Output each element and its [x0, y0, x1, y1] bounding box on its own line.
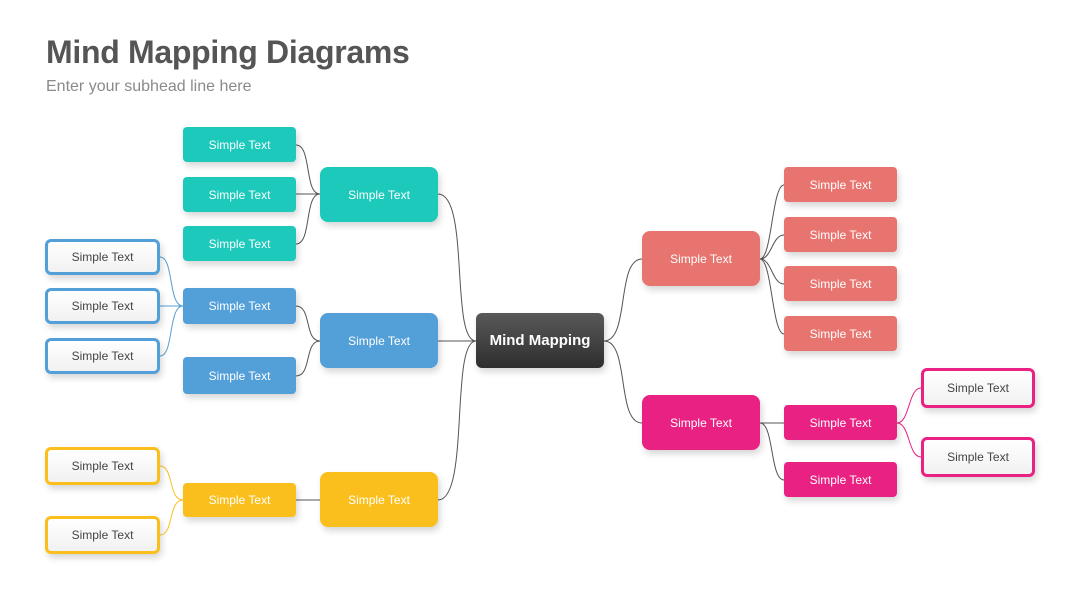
blue-outline-node-1[interactable]: Simple Text: [45, 239, 160, 275]
salmon-leaf-node-2[interactable]: Simple Text: [784, 217, 897, 252]
pink-sub-node-1[interactable]: Simple Text: [784, 405, 897, 440]
salmon-leaf-node-3[interactable]: Simple Text: [784, 266, 897, 301]
teal-branch-node[interactable]: Simple Text: [320, 167, 438, 222]
blue-outline-node-3[interactable]: Simple Text: [45, 338, 160, 374]
connector-salmon-4: [759, 258, 785, 335]
pink-outline-node-1[interactable]: Simple Text: [921, 368, 1035, 408]
connector-pink-out-2: [896, 422, 922, 458]
blue-branch-node[interactable]: Simple Text: [320, 313, 438, 368]
connector-teal-1: [295, 144, 321, 195]
salmon-leaf-node-4[interactable]: Simple Text: [784, 316, 897, 351]
blue-outline-node-2[interactable]: Simple Text: [45, 288, 160, 324]
pink-sub-node-2[interactable]: Simple Text: [784, 462, 897, 497]
connector-yellow-out-1: [159, 465, 184, 501]
page-title: Mind Mapping Diagrams: [46, 34, 410, 70]
blue-sub-node-1[interactable]: Simple Text: [183, 288, 296, 324]
salmon-branch-node[interactable]: Simple Text: [642, 231, 760, 286]
connector-blue-1: [295, 305, 321, 342]
connector-root-yellow: [437, 340, 477, 501]
connector-teal-3: [295, 193, 321, 245]
teal-leaf-node-2[interactable]: Simple Text: [183, 177, 296, 212]
connector-root-pink: [603, 340, 643, 424]
pink-branch-node[interactable]: Simple Text: [642, 395, 760, 450]
connector-root-teal: [437, 193, 477, 342]
teal-leaf-node-3[interactable]: Simple Text: [183, 226, 296, 261]
connector-salmon-2: [759, 234, 785, 260]
yellow-sub-node[interactable]: Simple Text: [183, 483, 296, 517]
connector-pink-out-1: [896, 387, 922, 424]
connector-yellow-out-2: [159, 499, 184, 536]
connector-salmon-1: [759, 184, 785, 260]
connector-root-salmon: [603, 258, 643, 342]
salmon-leaf-node-1[interactable]: Simple Text: [784, 167, 897, 202]
connector-salmon-3: [759, 258, 785, 285]
yellow-outline-node-1[interactable]: Simple Text: [45, 447, 160, 485]
blue-sub-node-2[interactable]: Simple Text: [183, 357, 296, 394]
yellow-outline-node-2[interactable]: Simple Text: [45, 516, 160, 554]
connector-blue-2: [295, 340, 321, 377]
connector-pink-2: [759, 422, 785, 481]
teal-leaf-node-1[interactable]: Simple Text: [183, 127, 296, 162]
yellow-branch-node[interactable]: Simple Text: [320, 472, 438, 527]
root-node[interactable]: Mind Mapping: [476, 313, 604, 368]
connector-blue-out-1: [159, 256, 184, 307]
page-subtitle: Enter your subhead line here: [46, 78, 252, 95]
connector-blue-out-3: [159, 305, 184, 357]
pink-outline-node-2[interactable]: Simple Text: [921, 437, 1035, 477]
